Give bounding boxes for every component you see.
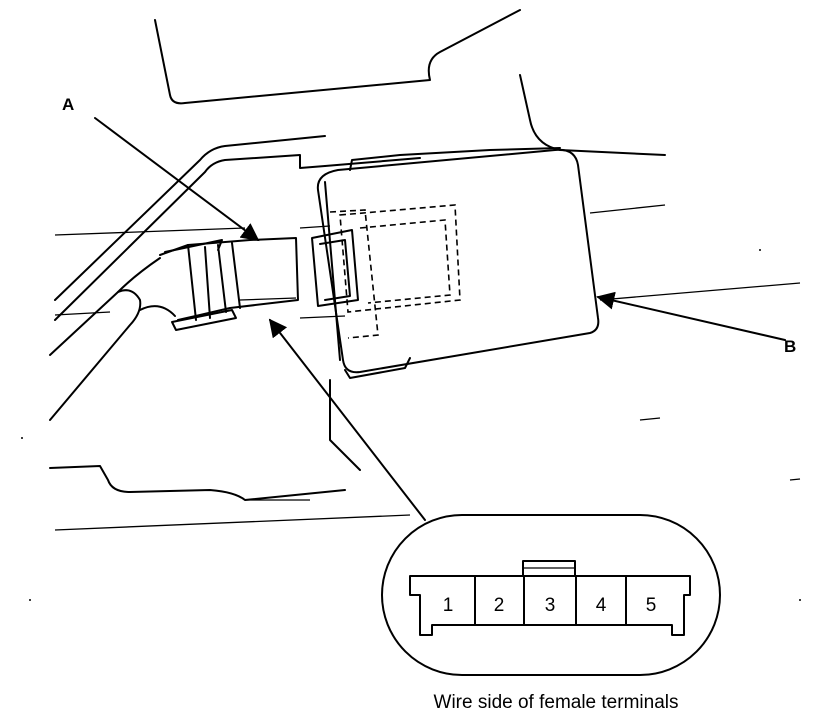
terminal-3: 3 (545, 595, 556, 616)
wire-harness (49, 257, 176, 421)
inset-caption: Wire side of female terminals (434, 692, 679, 713)
terminal-2: 2 (494, 595, 505, 616)
terminal-4: 4 (596, 595, 607, 616)
callout-leaders (94, 117, 786, 521)
mounting-rail (54, 135, 421, 321)
module-b (311, 147, 600, 379)
terminal-5: 5 (646, 595, 657, 616)
terminal-view-inset (381, 514, 721, 676)
scan-specks (21, 249, 801, 601)
callout-label-b: B (784, 337, 796, 356)
body-panel-lines (49, 9, 801, 531)
terminal-1: 1 (443, 595, 454, 616)
connector-a (159, 237, 299, 331)
callout-label-a: A (62, 95, 74, 114)
